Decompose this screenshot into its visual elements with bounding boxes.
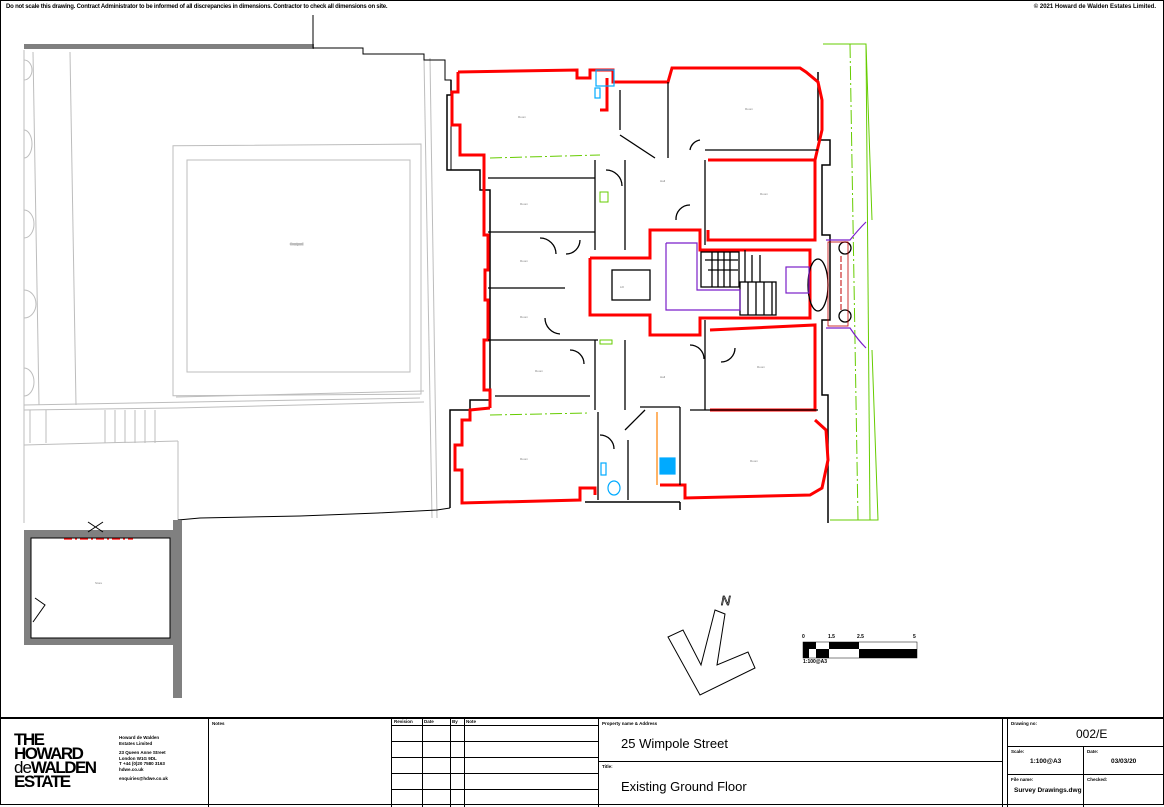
address-line-1: 23 Queen Anne Street bbox=[119, 750, 166, 755]
logo-line-2: HOWARD bbox=[14, 744, 84, 763]
notes-label: Notes bbox=[212, 721, 225, 726]
svg-text:Room: Room bbox=[518, 115, 527, 119]
svg-text:Hall: Hall bbox=[660, 375, 666, 379]
svg-text:Room: Room bbox=[750, 459, 759, 463]
separator bbox=[1003, 719, 1007, 807]
outbuilding[interactable]: Store bbox=[24, 520, 182, 698]
logo-line-4: ESTATE bbox=[14, 772, 71, 791]
scale-bar bbox=[802, 641, 918, 659]
svg-text:Room: Room bbox=[520, 259, 529, 263]
revision-row bbox=[392, 741, 599, 742]
file-cell: File name: Survey Drawings.dwg bbox=[1007, 775, 1084, 807]
scale-tick-0: 0 bbox=[802, 634, 805, 640]
svg-text:Room: Room bbox=[520, 202, 529, 206]
property-label: Property name & Address bbox=[602, 721, 658, 726]
svg-text:Courtyard: Courtyard bbox=[290, 242, 304, 246]
party-wall-top bbox=[24, 44, 314, 49]
boundary-line bbox=[312, 15, 452, 170]
neighbouring-courtyard: Courtyard bbox=[23, 50, 438, 523]
by-header: By bbox=[452, 719, 458, 724]
scale-label: Scale: bbox=[1011, 749, 1025, 754]
revisions-header: Revision Date By Note bbox=[392, 719, 599, 726]
purple-lines bbox=[665, 221, 867, 349]
revision-row bbox=[392, 757, 599, 758]
logo-cell: THE HOWARD deWALDEN ESTATE Howard de Wal… bbox=[0, 719, 209, 807]
scale-value: 1:100@A3 bbox=[1030, 758, 1062, 765]
company-name-1: Howard de Walden bbox=[119, 735, 160, 740]
title-block: THE HOWARD deWALDEN ESTATE Howard de Wal… bbox=[0, 717, 1164, 807]
note-header: Note bbox=[466, 719, 476, 724]
property-address: 25 Wimpole Street bbox=[621, 736, 728, 751]
company-name-2: Estates Limited bbox=[119, 740, 153, 746]
sanitary-fittings bbox=[594, 69, 676, 496]
checked-cell: Checked: bbox=[1084, 775, 1164, 807]
file-label: File name: bbox=[1011, 777, 1034, 782]
scale-tick-1: 1.5 bbox=[828, 634, 835, 640]
logo-line-1: THE bbox=[14, 730, 45, 749]
north-label: N bbox=[721, 593, 731, 608]
copyright-note: © 2021 Howard de Walden Estates Limited. bbox=[1033, 4, 1156, 10]
svg-text:Room: Room bbox=[760, 192, 769, 196]
scale-tick-2: 2.5 bbox=[857, 634, 864, 640]
entrance-steps bbox=[827, 241, 852, 327]
interior-walls bbox=[488, 82, 829, 500]
north-arrow bbox=[667, 609, 756, 696]
company-email[interactable]: enquiries@hdwe.co.uk bbox=[119, 776, 168, 781]
scale-caption: 1:100@A3 bbox=[803, 659, 828, 665]
room-labels: Room Room Room Room Room Room Room Room … bbox=[518, 107, 769, 463]
svg-text:Room: Room bbox=[520, 457, 529, 461]
svg-text:Store: Store bbox=[95, 581, 103, 585]
drawing-title: Existing Ground Floor bbox=[621, 779, 747, 794]
estate-logo: THE HOWARD deWALDEN ESTATE bbox=[14, 730, 97, 791]
date-value: 03/03/20 bbox=[1111, 758, 1137, 765]
green-dashdot-lines bbox=[489, 43, 879, 521]
checked-label: Checked: bbox=[1087, 777, 1108, 782]
drawing-number: 002/E bbox=[1076, 727, 1108, 741]
title-label: Title: bbox=[602, 764, 613, 769]
scale-cell: Scale: 1:100@A3 bbox=[1007, 747, 1084, 775]
logo-prefix: de bbox=[14, 758, 32, 777]
company-web[interactable]: hdwe.co.uk bbox=[119, 766, 144, 772]
address-line-2: London W1G 9DL bbox=[119, 755, 157, 761]
drawing-no-cell: Drawing no: 002/E bbox=[1007, 719, 1164, 747]
disclaimer-note: Do not scale this drawing. Contract Admi… bbox=[6, 4, 388, 10]
svg-text:Room: Room bbox=[535, 369, 544, 373]
file-name: Survey Drawings.dwg bbox=[1014, 787, 1082, 794]
property-cell: Property name & Address 25 Wimpole Stree… bbox=[599, 719, 1003, 762]
svg-text:Room: Room bbox=[745, 107, 754, 111]
svg-text:Room: Room bbox=[520, 315, 529, 319]
date-label: Date: bbox=[1087, 749, 1099, 754]
svg-text:Lift: Lift bbox=[620, 285, 624, 289]
revision-row bbox=[392, 773, 599, 774]
revision-header: Revision bbox=[394, 719, 413, 724]
company-phone: T +44 (0)20 7580 3163 bbox=[119, 761, 165, 766]
logo-line-3: WALDEN bbox=[30, 758, 97, 777]
floor-plan[interactable]: Courtyard Store bbox=[0, 0, 1164, 717]
revisions-table: Revision Date By Note bbox=[392, 719, 599, 807]
notes-cell: Notes bbox=[209, 719, 392, 807]
date-header: Date bbox=[424, 719, 434, 724]
revision-row bbox=[392, 789, 599, 790]
svg-text:Room: Room bbox=[757, 365, 766, 369]
demise-boundary bbox=[450, 66, 830, 505]
title-cell: Title: Existing Ground Floor bbox=[599, 762, 1003, 807]
drawing-no-label: Drawing no: bbox=[1011, 721, 1037, 726]
date-cell: Date: 03/03/20 bbox=[1084, 747, 1164, 775]
svg-text:Hall: Hall bbox=[660, 179, 666, 183]
scale-tick-3: 5 bbox=[913, 634, 916, 640]
